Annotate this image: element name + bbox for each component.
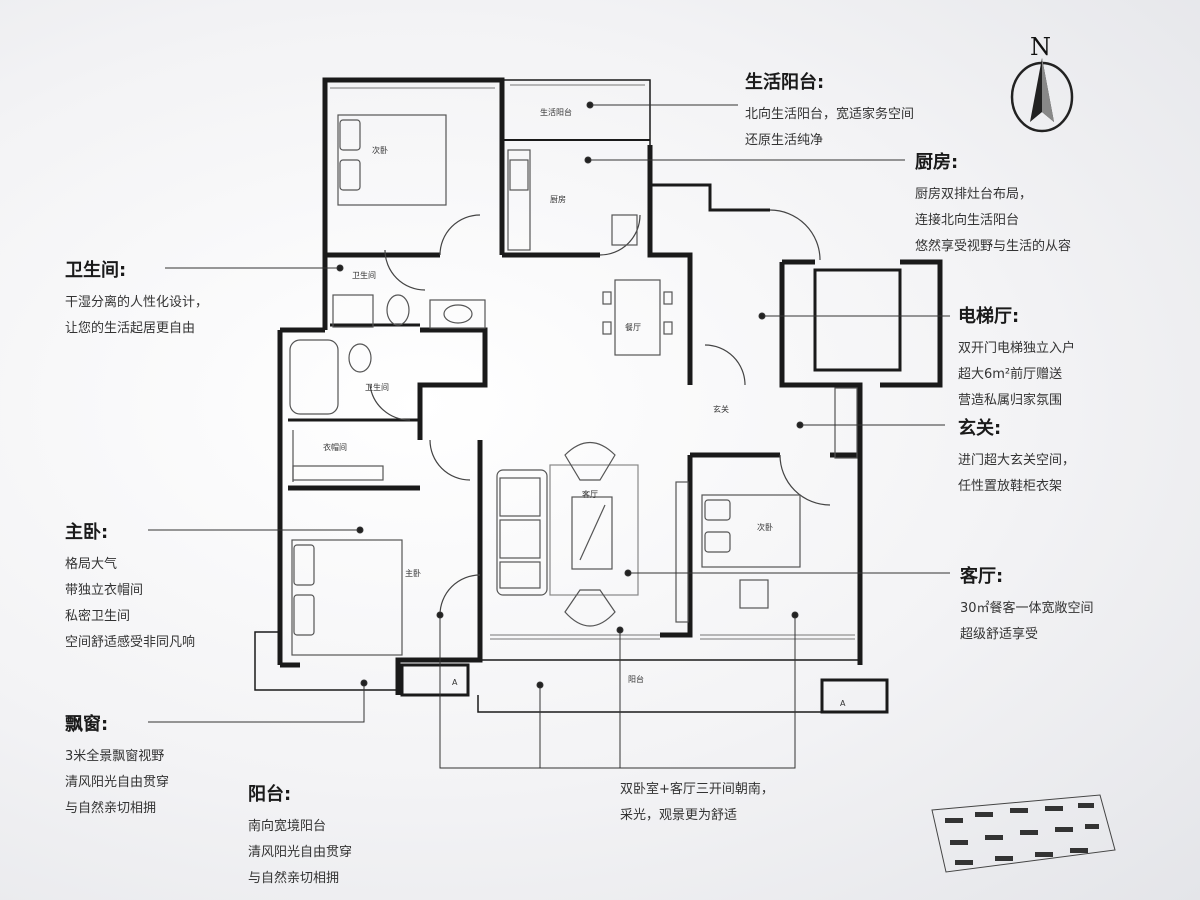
callout-life-balcony: 生活阳台: 北向生活阳台，宽适家务空间 还原生活纯净 (745, 68, 914, 154)
room-label-master-bedroom: 主卧 (405, 568, 421, 578)
callout-line: 清风阳光自由贯穿 (65, 775, 170, 790)
room-label-bathroom-public: 卫生间 (352, 270, 376, 280)
callout-line: 超大6m²前厅赠送 (958, 367, 1063, 382)
callout-line: 南向宽境阳台 (248, 819, 327, 834)
callout-title: 主卧: (65, 522, 109, 543)
room-label-kitchen: 厨房 (550, 194, 566, 204)
callout-title: 电梯厅: (958, 306, 1020, 327)
callout-living-room: 客厅: 30㎡餐客一体宽敞空间 超级舒适享受 (960, 562, 1094, 648)
room-label-bathroom-master: 卫生间 (365, 382, 389, 392)
callout-line: 双开门电梯独立入户 (958, 341, 1076, 356)
walls (254, 77, 943, 714)
callout-line: 3米全景飘窗视野 (65, 749, 165, 764)
furniture (289, 114, 858, 656)
callout-elevator-hall: 电梯厅: 双开门电梯独立入户 超大6m²前厅赠送 营造私属归家氛围 (958, 302, 1075, 414)
callout-line: 厨房双排灶台布局， (915, 187, 1033, 202)
callout-line: 北向生活阳台，宽适家务空间 (745, 107, 915, 122)
room-label-second-bedroom-top: 次卧 (372, 145, 388, 155)
callout-title: 生活阳台: (745, 72, 825, 93)
callout-line: 双卧室+客厅三开间朝南， (620, 782, 774, 797)
callout-line: 清风阳光自由贯穿 (248, 845, 353, 860)
callout-title: 飘窗: (65, 714, 109, 735)
callout-foyer: 玄关: 进门超大玄关空间， 任性置放鞋柜衣架 (958, 414, 1075, 500)
callout-title: 客厅: (960, 566, 1004, 587)
callout-title: 卫生间: (65, 260, 127, 281)
room-labels: 次卧 生活阳台 厨房 卫生间 餐厅 卫生间 衣帽间 玄关 客厅 次卧 主卧 阳台… (323, 107, 846, 708)
callout-line: 连接北向生活阳台 (915, 213, 1020, 228)
north-arrow-icon: N (1010, 33, 1074, 133)
room-label-second-bedroom-right: 次卧 (757, 522, 773, 532)
room-label-foyer: 玄关 (713, 404, 729, 414)
callout-line: 私密卫生间 (65, 609, 131, 624)
compass-north-letter: N (1030, 33, 1051, 61)
callout-line: 干湿分离的人性化设计， (65, 295, 209, 310)
callout-south-facing: 双卧室+客厅三开间朝南， 采光，观景更为舒适 (620, 777, 774, 829)
callout-line: 进门超大玄关空间， (958, 453, 1076, 468)
callout-line: 营造私属归家氛围 (958, 393, 1063, 408)
callout-bay-window: 飘窗: 3米全景飘窗视野 清风阳光自由贯穿 与自然亲切相拥 (65, 710, 169, 822)
callout-title: 玄关: (958, 418, 1002, 439)
callout-line: 采光，观景更为舒适 (620, 808, 738, 823)
callout-line: 与自然亲切相拥 (65, 801, 157, 816)
room-label-living: 客厅 (582, 489, 598, 499)
callout-title: 阳台: (248, 784, 292, 805)
room-label-ac-left: A (452, 678, 458, 687)
callout-line: 任性置放鞋柜衣架 (958, 479, 1063, 494)
callout-line: 30㎡餐客一体宽敞空间 (960, 601, 1094, 616)
callout-line: 还原生活纯净 (745, 133, 824, 148)
callout-line: 空间舒适感受非同凡响 (65, 635, 196, 650)
callout-line: 悠然享受视野与生活的从容 (915, 239, 1072, 254)
callout-bathroom: 卫生间: 干湿分离的人性化设计， 让您的生活起居更自由 (65, 256, 208, 342)
callout-line: 格局大气 (65, 557, 118, 572)
callout-line: 带独立衣帽间 (65, 583, 144, 598)
callout-balcony: 阳台: 南向宽境阳台 清风阳光自由贯穿 与自然亲切相拥 (248, 780, 352, 892)
room-label-life-balcony: 生活阳台 (540, 107, 572, 117)
site-thumbnail (931, 794, 1116, 873)
room-label-ac-right: A (840, 699, 846, 708)
door-swings (369, 209, 831, 616)
room-label-cloakroom: 衣帽间 (323, 442, 347, 452)
room-label-dining: 餐厅 (625, 323, 641, 332)
callout-line: 让您的生活起居更自由 (65, 321, 196, 336)
room-label-balcony: 阳台 (628, 674, 644, 684)
callout-line: 超级舒适享受 (960, 627, 1039, 642)
windows (330, 84, 855, 640)
callout-kitchen: 厨房: 厨房双排灶台布局， 连接北向生活阳台 悠然享受视野与生活的从容 (915, 148, 1071, 260)
callout-title: 厨房: (915, 152, 959, 173)
callout-master-bedroom: 主卧: 格局大气 带独立衣帽间 私密卫生间 空间舒适感受非同凡响 (65, 518, 195, 656)
callout-line: 与自然亲切相拥 (248, 871, 340, 886)
leader-lines (148, 101, 950, 769)
